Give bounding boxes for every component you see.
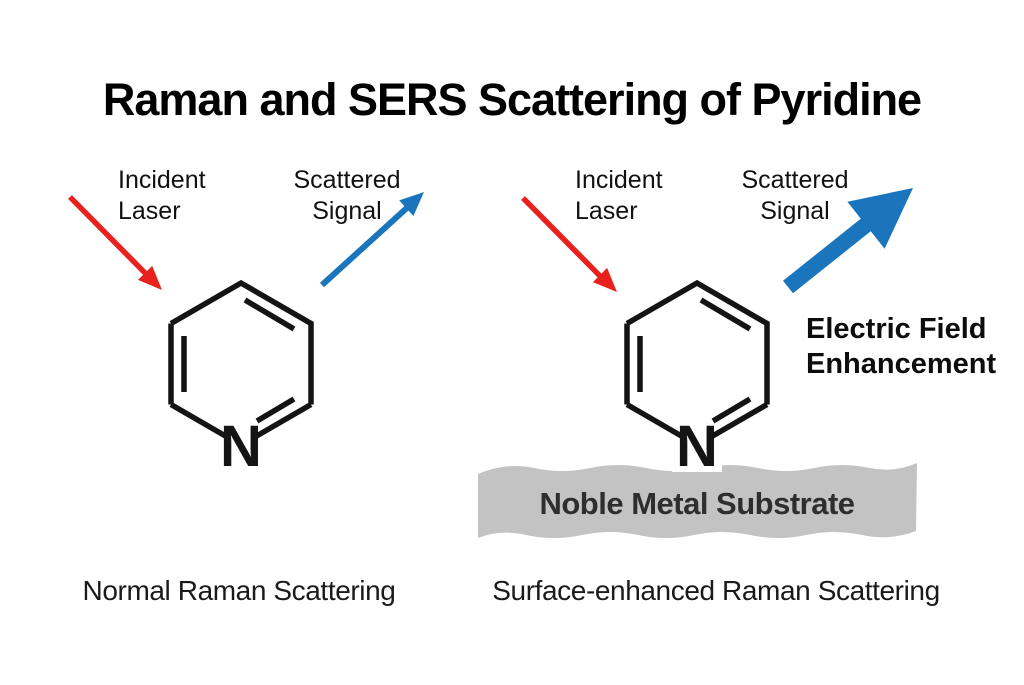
figure-title: Raman and SERS Scattering of Pyridine xyxy=(102,74,922,125)
caption-normal-raman: Normal Raman Scattering xyxy=(82,575,396,606)
arrow-shaft xyxy=(319,203,412,288)
incident-laser-label-right: Incident Laser xyxy=(575,165,663,227)
incident-laser-line2: Laser xyxy=(575,197,638,225)
incident-laser-arrow-left xyxy=(68,195,162,290)
nitrogen-halo xyxy=(672,418,722,472)
incident-laser-line1: Incident xyxy=(575,166,663,194)
efe-line1: Electric Field xyxy=(806,313,987,345)
scattered-signal-arrow-right-enhanced xyxy=(783,188,913,294)
ring-bond xyxy=(168,279,314,405)
arrow-head xyxy=(138,265,162,290)
caption-surface-enhanced-raman: Surface-enhanced Raman Scattering xyxy=(492,575,940,606)
pyridine-molecule-left: N xyxy=(168,279,314,479)
nitrogen-atom-label-left: N xyxy=(220,414,262,479)
scattered-signal-line2: Signal xyxy=(760,197,830,225)
efe-line2: Enhancement xyxy=(806,348,997,380)
substrate-label: Noble Metal Substrate xyxy=(539,486,855,521)
arrow-head xyxy=(847,188,913,249)
scattered-signal-line2: Signal xyxy=(312,197,382,225)
double-bond-inner xyxy=(181,297,296,424)
substrate-band xyxy=(478,463,917,538)
ring-bond-to-n xyxy=(625,402,769,440)
arrow-head xyxy=(399,192,424,216)
scattered-signal-label-right: Scattered Signal xyxy=(741,165,848,227)
scattered-signal-label-left: Scattered Signal xyxy=(293,165,400,227)
arrow-head xyxy=(592,267,617,292)
pyridine-molecule-right: N xyxy=(624,279,770,479)
incident-laser-label-left: Incident Laser xyxy=(118,165,206,227)
double-bond-inner xyxy=(637,297,752,424)
incident-laser-line2: Laser xyxy=(118,197,181,225)
arrow-shaft xyxy=(68,195,150,278)
ring-bond-to-n xyxy=(169,402,313,440)
scattered-signal-line1: Scattered xyxy=(741,166,849,194)
incident-laser-line1: Incident xyxy=(118,166,206,194)
scattered-signal-line1: Scattered xyxy=(293,166,401,194)
electric-field-enhancement-label: Electric Field Enhancement xyxy=(806,312,996,382)
arrow-shaft xyxy=(521,196,603,279)
arrow-shaft xyxy=(783,213,877,294)
scattered-signal-arrow-left xyxy=(319,192,424,288)
nitrogen-atom-label-right: N xyxy=(676,414,718,479)
incident-laser-arrow-right xyxy=(521,196,617,292)
ring-bond xyxy=(624,279,770,405)
